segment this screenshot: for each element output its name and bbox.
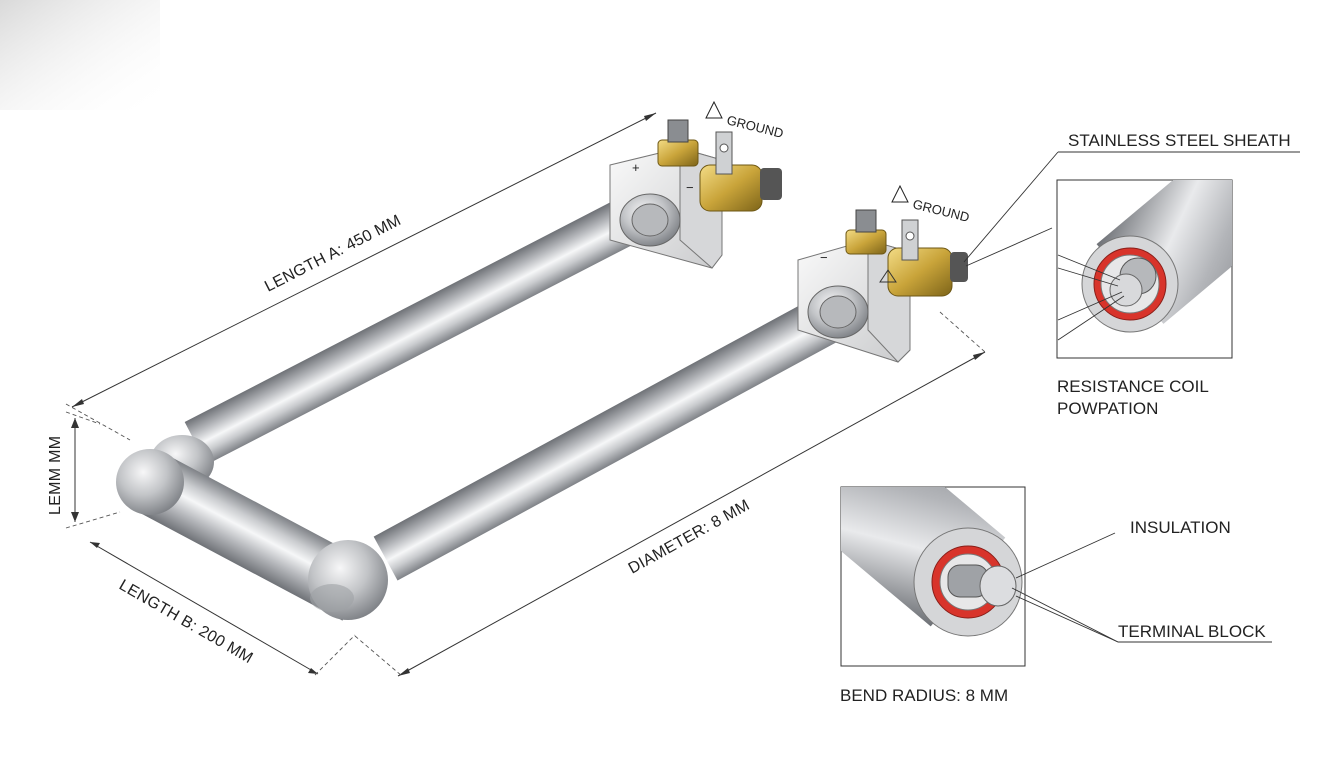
callout-stainless-steel-sheath: STAINLESS STEEL SHEATH <box>963 131 1300 267</box>
side-dimension-label: LEMM MM <box>47 436 64 515</box>
terminal-block-back: + − <box>609 119 782 269</box>
svg-text:GROUND: GROUND <box>911 196 971 225</box>
diameter-label: DIAMETER: 8 MM <box>626 497 753 578</box>
dimension-side: LEMM MM <box>47 411 121 529</box>
warning-icon <box>891 184 909 203</box>
detail-view-insulation <box>840 486 1026 667</box>
front-tube <box>373 298 837 581</box>
minus-sign-back: − <box>686 180 694 195</box>
left-end-cap <box>116 449 184 515</box>
length-b-label: LENGTH B: 200 MM <box>116 577 256 667</box>
callout-insulation: INSULATION <box>1015 518 1231 579</box>
detail-view-sheath <box>1056 179 1233 359</box>
length-a-label: LENGTH A: 450 MM <box>262 212 404 296</box>
warning-icon <box>705 100 723 119</box>
terminal-block-label: TERMINAL BLOCK <box>1118 622 1266 641</box>
corner-shadow <box>0 0 160 110</box>
resistance-coil-label-line2: POWPATION <box>1057 399 1158 418</box>
bend-radius-label: BEND RADIUS: 8 MM <box>840 686 1008 705</box>
heater-tube-assembly: + − − <box>116 119 968 621</box>
resistance-coil-label: RESISTANCE COIL <box>1057 377 1209 396</box>
insulation-label: INSULATION <box>1130 518 1231 537</box>
callout-resistance-coil: RESISTANCE COIL POWPATION <box>1057 377 1209 418</box>
plus-sign: + <box>632 160 640 175</box>
back-tube <box>184 192 652 465</box>
minus-sign-front: − <box>820 250 828 265</box>
stainless-steel-sheath-label: STAINLESS STEEL SHEATH <box>1068 131 1291 150</box>
callout-terminal-block: TERMINAL BLOCK <box>1011 587 1272 643</box>
svg-text:GROUND: GROUND <box>725 112 785 141</box>
ground-label-2: GROUND <box>891 184 971 225</box>
terminal-block-front: − <box>797 209 968 363</box>
